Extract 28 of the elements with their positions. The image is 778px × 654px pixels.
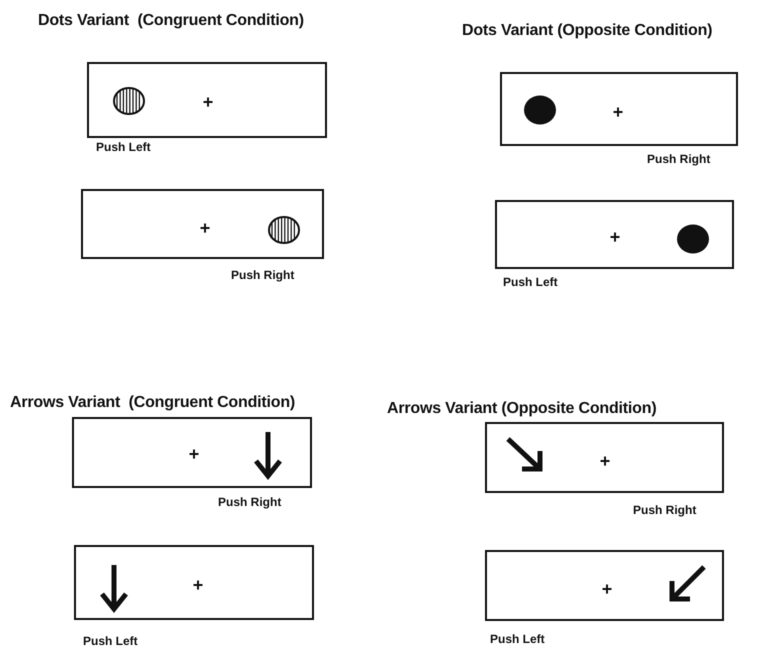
fixation-cross: + (200, 219, 210, 237)
screen-frame (495, 200, 734, 269)
response-label: Push Right (231, 268, 294, 282)
screen-frame (74, 545, 314, 620)
fixation-cross: + (612, 103, 624, 121)
response-label: Push Right (633, 503, 696, 517)
fixation-cross: + (610, 228, 620, 246)
response-label: Push Right (647, 152, 710, 166)
screen-frame (72, 417, 312, 488)
response-label: Push Left (96, 140, 151, 154)
panel-title: Dots Variant (Congruent Condition) (38, 12, 304, 30)
screen-frame (485, 550, 724, 621)
response-label: Push Left (83, 634, 138, 648)
fixation-cross: + (202, 93, 214, 111)
panel-title: Arrows Variant (Opposite Condition) (387, 400, 656, 418)
fixation-cross: + (600, 452, 610, 470)
fixation-cross: + (602, 580, 612, 598)
panel-title: Arrows Variant (Congruent Condition) (10, 394, 296, 412)
response-label: Push Right (218, 495, 282, 509)
panel-title: Dots Variant (Opposite Condition) (462, 22, 712, 40)
screen-frame (485, 422, 724, 493)
response-label: Push Left (490, 632, 545, 646)
screen-frame (87, 62, 327, 138)
screen-frame (500, 72, 738, 146)
fixation-cross: + (192, 576, 204, 594)
fixation-cross: + (188, 445, 200, 463)
response-label: Push Left (503, 275, 558, 289)
screen-frame (81, 189, 324, 259)
